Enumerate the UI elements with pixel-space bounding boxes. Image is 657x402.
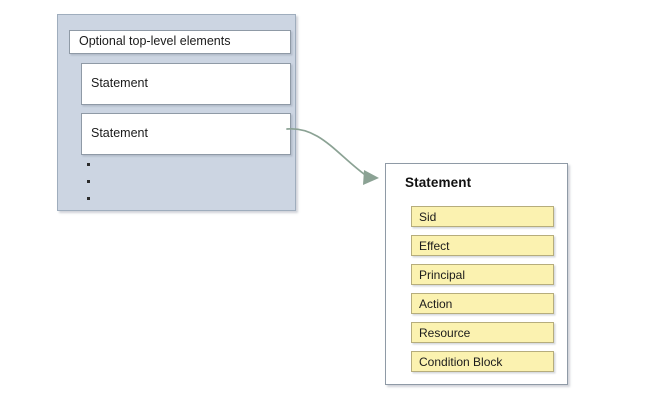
statement-box-1: Statement [81, 63, 291, 105]
statement-field-principal-label: Principal [419, 267, 466, 282]
arrow-path [286, 128, 369, 178]
ellipsis-dot [87, 163, 90, 166]
top-level-elements-label: Optional top-level elements [79, 34, 231, 49]
statement-field-effect: Effect [411, 235, 554, 256]
statement-field-resource: Resource [411, 322, 554, 343]
statement-box-1-label: Statement [91, 76, 148, 91]
curved-arrow-icon [286, 128, 379, 185]
statement-field-effect-label: Effect [419, 238, 450, 253]
statement-box-2-label: Statement [91, 126, 148, 141]
policy-panel: Optional top-level elements Statement St… [57, 14, 296, 211]
arrow-head [363, 170, 379, 185]
vertical-ellipsis-icon [87, 163, 99, 214]
statement-field-resource-label: Resource [419, 325, 471, 340]
statement-field-condition-block-label: Condition Block [419, 354, 503, 369]
statement-detail-panel: Statement Sid Effect Principal Action Re… [385, 163, 568, 385]
ellipsis-dot [87, 180, 90, 183]
statement-box-2: Statement [81, 113, 291, 155]
statement-field-action: Action [411, 293, 554, 314]
top-level-elements-box: Optional top-level elements [69, 30, 291, 54]
statement-field-action-label: Action [419, 296, 453, 311]
statement-field-sid-label: Sid [419, 209, 437, 224]
statement-detail-title: Statement [405, 175, 472, 190]
statement-field-condition-block: Condition Block [411, 351, 554, 372]
statement-field-principal: Principal [411, 264, 554, 285]
statement-field-list: Sid Effect Principal Action Resource Con… [411, 206, 554, 380]
statement-field-sid: Sid [411, 206, 554, 227]
ellipsis-dot [87, 197, 90, 200]
